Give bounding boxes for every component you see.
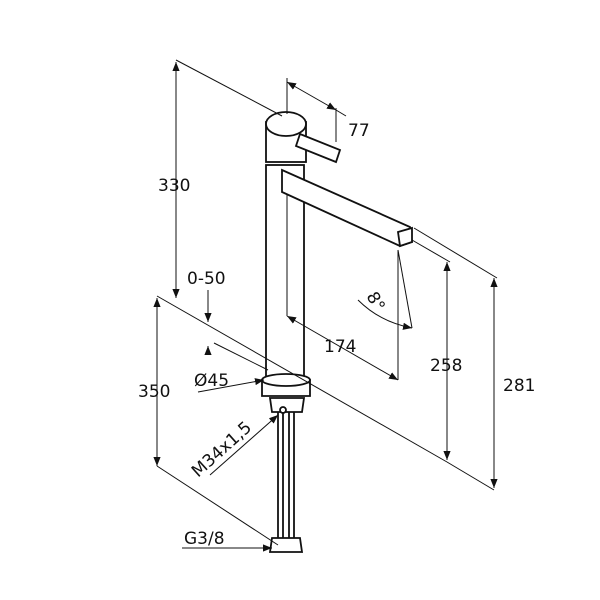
- dim-330: 330: [158, 176, 190, 196]
- dim-350: 350: [138, 382, 170, 402]
- dim-thread: M34x1,5: [188, 418, 256, 482]
- dim-258: 258: [430, 356, 462, 376]
- dim-diameter-45: Ø45: [194, 371, 229, 391]
- dim-connection: G3/8: [184, 529, 225, 549]
- lever-handle: [294, 132, 342, 164]
- spout-outlet: [396, 226, 413, 248]
- faucet: [261, 111, 413, 553]
- dim-77: 77: [348, 121, 370, 141]
- dim-281: 281: [503, 376, 535, 396]
- faucet-column: [265, 164, 305, 378]
- dim-0-50: 0-50: [187, 269, 226, 289]
- dim-174: 174: [324, 337, 356, 357]
- dim-angle: 8°: [362, 289, 389, 316]
- lever-cap-top: [265, 111, 307, 137]
- mounting-nut: [268, 397, 306, 413]
- dimension-lines: [153, 59, 498, 552]
- hose-connector: [268, 537, 304, 553]
